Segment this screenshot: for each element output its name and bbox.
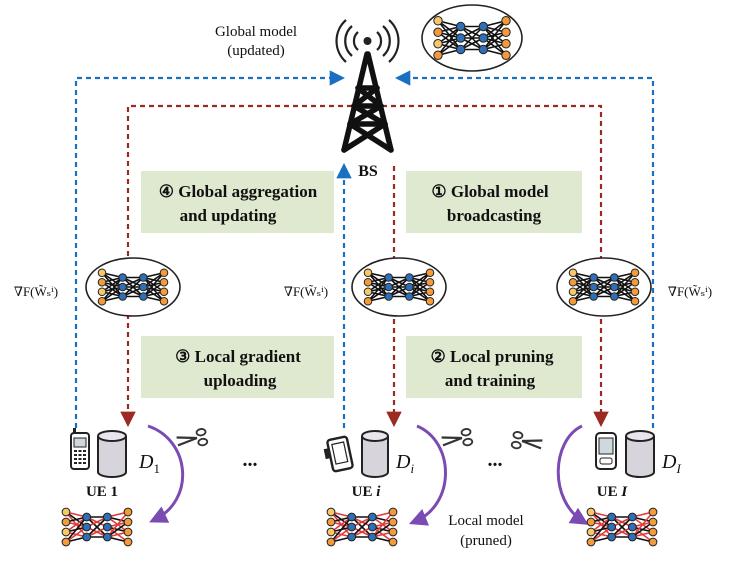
ue-1-label: UE 1 [86, 484, 118, 500]
ellipsis-right: ... [488, 449, 503, 471]
ue-I-label: UE I [597, 484, 629, 500]
dataset-label-i: Di [395, 451, 414, 476]
global-model-sublabel: (updated) [227, 43, 284, 59]
step4-line2: and updating [180, 206, 277, 225]
received-model-network-1 [85, 257, 181, 317]
step3-line1: ③ Local gradient [175, 347, 301, 366]
prune-arrow-I [556, 424, 589, 525]
ue-i: Di UE i [323, 430, 414, 500]
step3-line2: uploading [204, 371, 277, 390]
database-icon [361, 430, 389, 478]
prune-arrow-i [408, 424, 447, 526]
ue-i-label: UE i [352, 484, 382, 500]
scissors-icon [441, 428, 474, 447]
handheld-device-icon [323, 435, 354, 473]
local-model-sublabel: (pruned) [460, 533, 512, 549]
step2-line1: ② Local pruning [431, 347, 554, 366]
global-model-label: Global model [215, 24, 297, 40]
step1-line2: broadcasting [447, 206, 542, 225]
received-model-network-I [556, 257, 652, 317]
uplink-arrows [74, 70, 655, 428]
dataset-label-1: D1 [138, 451, 160, 476]
scissors-group [176, 428, 543, 450]
ue-1: D1 UE 1 [70, 428, 160, 500]
database-icon [97, 430, 127, 478]
dataset-label-I: DI [661, 451, 681, 476]
database-icon [625, 430, 655, 478]
bs-label: BS [358, 163, 378, 180]
pruned-model-network-i [326, 507, 398, 547]
pda-phone-icon [595, 432, 617, 470]
global-model-network [421, 4, 523, 72]
gradient-label-right: ∇F(W̃ₛⁱ) [668, 284, 712, 299]
feature-phone-icon [70, 428, 90, 470]
downlink-arrow-left [120, 104, 352, 428]
step3-box: ③ Local gradient uploading [141, 336, 334, 398]
step4-line1: ④ Global aggregation [159, 182, 318, 201]
step1-line1: ① Global model [431, 182, 549, 201]
ellipsis-left: ... [243, 449, 258, 471]
scissors-icon [176, 428, 209, 447]
scissors-icon [510, 431, 543, 450]
gradient-label-middle: ∇F(W̃ₛⁱ) [284, 284, 328, 299]
downlink-arrow-right [382, 104, 609, 428]
prune-arrow-1 [147, 424, 185, 523]
cell-tower-icon [335, 19, 400, 153]
local-model-label: Local model [448, 513, 523, 529]
pruned-model-network-1 [61, 507, 133, 547]
gradient-label-left: ∇F(W̃ₛⁱ) [14, 284, 58, 299]
step2-line2: and training [445, 371, 536, 390]
step2-box: ② Local pruning and training [406, 336, 582, 398]
step1-box: ① Global model broadcasting [406, 171, 582, 233]
ue-I: DI UE I [595, 430, 681, 500]
pruned-model-network-I [586, 507, 658, 547]
step4-box: ④ Global aggregation and updating [141, 171, 334, 233]
received-model-network-i [351, 257, 447, 317]
pruning-arrows [147, 424, 589, 526]
